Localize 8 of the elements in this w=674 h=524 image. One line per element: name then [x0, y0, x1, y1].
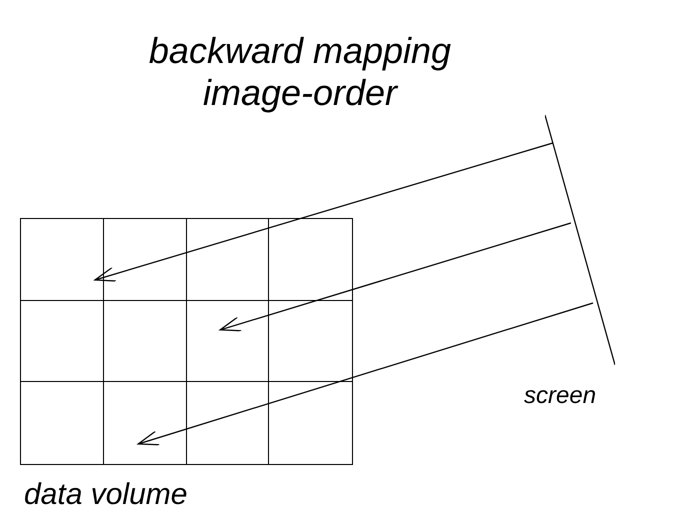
node-label: data volume: [24, 477, 188, 513]
grid-drawing: [20, 218, 353, 465]
title: backward mapping image-order: [148, 30, 452, 114]
arrow: [94, 142, 554, 282]
arrow: [220, 222, 572, 332]
node-label: screen: [524, 381, 596, 411]
screen-line: [545, 115, 615, 365]
arrow: [138, 302, 594, 446]
